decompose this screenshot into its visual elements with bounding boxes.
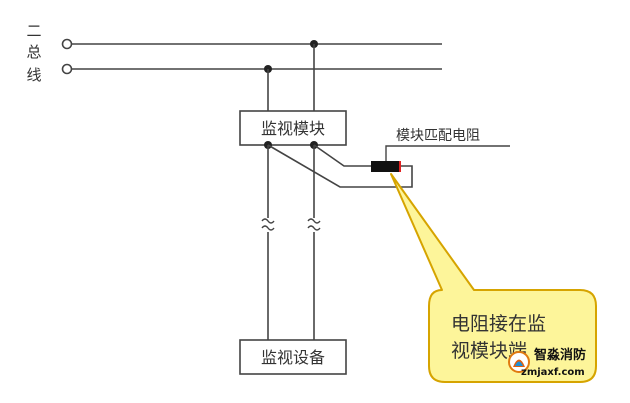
monitor-module-label: 监视模块: [261, 119, 325, 138]
resistor-label: 模块匹配电阻: [396, 128, 480, 144]
monitor-device-box: [239, 339, 347, 375]
watermark-drop-icon: [515, 361, 523, 366]
bus-label-char-1: 二: [26, 22, 41, 40]
resistor-wire-lower: [267, 144, 413, 188]
bus-terminal-2: [61, 63, 73, 75]
resistor-wire-upper: [313, 144, 371, 167]
line-break-mark-2: [307, 218, 321, 231]
watermark-logo: [508, 351, 530, 373]
bus-terminal-1: [61, 38, 73, 50]
callout-text-line-2: 视模块端: [451, 340, 527, 362]
bus-label-char-3: 线: [26, 66, 41, 84]
watermark-name: 智淼消防: [534, 347, 586, 363]
matching-resistor: [371, 161, 400, 172]
monitor-device-label: 监视设备: [261, 348, 325, 367]
monitor-module-box: [239, 110, 347, 146]
line-break-mark-1: [261, 218, 275, 231]
callout-bubble: [390, 173, 597, 383]
watermark-url: zmjaxf.com: [521, 367, 585, 378]
resistor-label-leader: [385, 145, 510, 161]
bus-label-char-2: 总: [26, 43, 41, 61]
callout-text-line-1: 电阻接在监: [451, 313, 546, 335]
